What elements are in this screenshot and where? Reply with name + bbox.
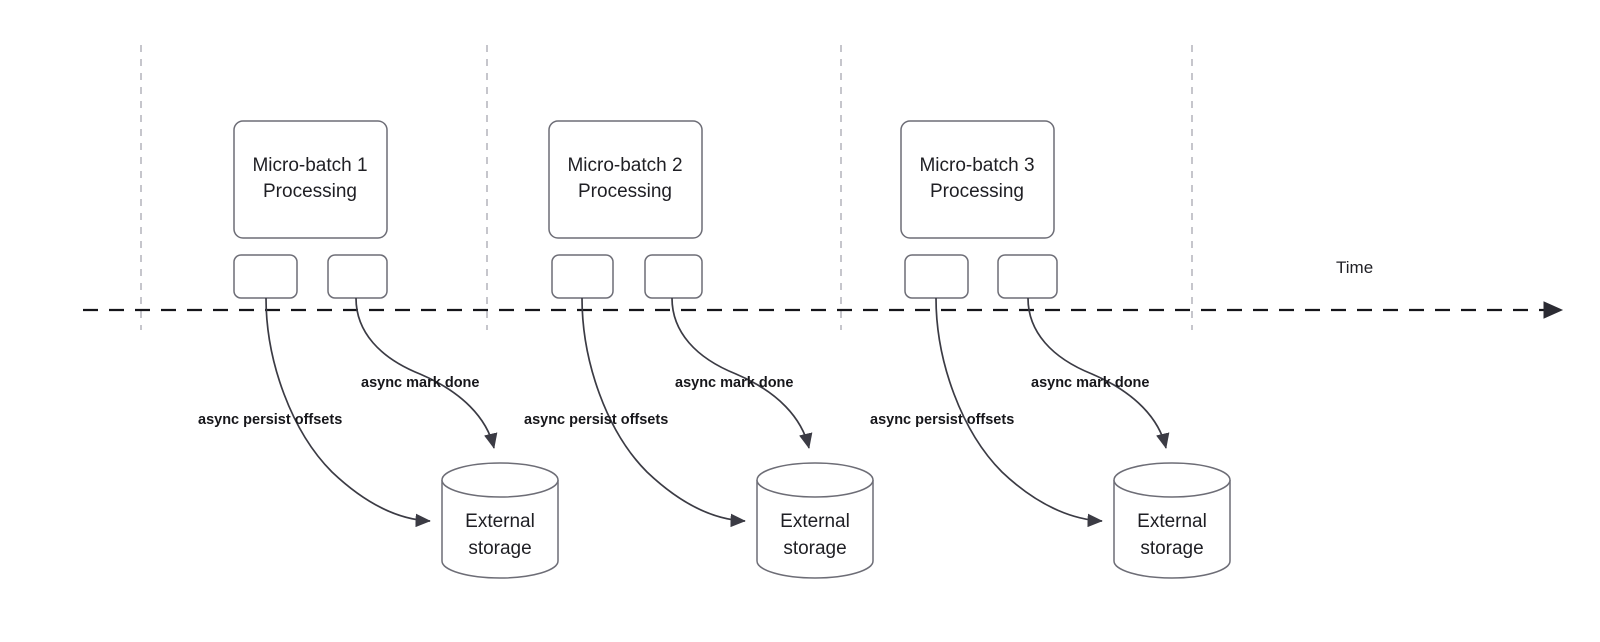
micro-batch-3-rect[interactable] — [900, 120, 1055, 239]
micro-batch-2-label-line2: Processing — [578, 181, 672, 202]
group-2-storage-top — [756, 462, 874, 498]
group-2-task-box-left[interactable] — [551, 254, 614, 299]
micro-batch-2-box[interactable]: Micro-batch 2 Processing — [548, 120, 703, 239]
micro-batch-group-2: Micro-batch 2 Processing async persist o… — [524, 120, 874, 579]
group-1-storage-top — [441, 462, 559, 498]
group-3-mark-done-label: async mark done — [1031, 375, 1149, 391]
group-1-mark-done-arrow — [355, 297, 498, 449]
group-2-mark-done-label: async mark done — [675, 375, 793, 391]
group-2-persist-offsets-label: async persist offsets — [524, 412, 668, 428]
group-2-storage-body[interactable] — [756, 480, 874, 579]
group-1-external-storage[interactable]: External storage — [441, 462, 559, 579]
micro-batch-group-3: Micro-batch 3 Processing async persist o… — [870, 120, 1231, 579]
group-3-storage-top — [1113, 462, 1231, 498]
micro-batch-2-label-line1: Micro-batch 2 — [567, 155, 682, 176]
micro-batch-3-label-line1: Micro-batch 3 — [919, 155, 1034, 176]
group-1-mark-done-label: async mark done — [361, 375, 479, 391]
micro-batch-1-rect[interactable] — [233, 120, 388, 239]
micro-batch-group-1: Micro-batch 1 Processing async persist o… — [198, 120, 559, 579]
micro-batch-1-label-line2: Processing — [263, 181, 357, 202]
time-axis-label: Time — [1336, 258, 1373, 277]
group-2-persist-offsets-arrow — [581, 297, 746, 528]
time-axis: Time — [83, 258, 1564, 319]
group-3-external-storage[interactable]: External storage — [1113, 462, 1231, 579]
group-2-mark-done-arrow — [671, 297, 813, 449]
group-2-external-storage[interactable]: External storage — [756, 462, 874, 579]
group-3-mark-done-arrow — [1027, 297, 1170, 449]
group-3-storage-label-line2: storage — [1140, 538, 1203, 559]
gridlines — [140, 45, 1193, 330]
micro-batch-3-box[interactable]: Micro-batch 3 Processing — [900, 120, 1055, 239]
group-3-task-box-right[interactable] — [997, 254, 1058, 299]
group-1-persist-offsets-label: async persist offsets — [198, 412, 342, 428]
group-2-task-box-right[interactable] — [644, 254, 703, 299]
group-1-storage-label-line1: External — [465, 511, 535, 532]
group-1-storage-body[interactable] — [441, 480, 559, 579]
micro-batch-2-rect[interactable] — [548, 120, 703, 239]
group-3-storage-label-line1: External — [1137, 511, 1207, 532]
group-1-task-box-left[interactable] — [233, 254, 298, 299]
group-3-persist-offsets-label: async persist offsets — [870, 412, 1014, 428]
group-2-storage-label-line2: storage — [783, 538, 846, 559]
group-1-storage-label-line2: storage — [468, 538, 531, 559]
group-1-persist-offsets-arrow — [265, 297, 431, 528]
group-3-persist-offsets-arrow — [935, 297, 1103, 528]
group-3-task-box-left[interactable] — [904, 254, 969, 299]
micro-batch-3-label-line2: Processing — [930, 181, 1024, 202]
group-3-storage-body[interactable] — [1113, 480, 1231, 579]
micro-batch-1-box[interactable]: Micro-batch 1 Processing — [233, 120, 388, 239]
group-1-task-box-right[interactable] — [327, 254, 388, 299]
group-2-storage-label-line1: External — [780, 511, 850, 532]
micro-batch-1-label-line1: Micro-batch 1 — [252, 155, 367, 176]
